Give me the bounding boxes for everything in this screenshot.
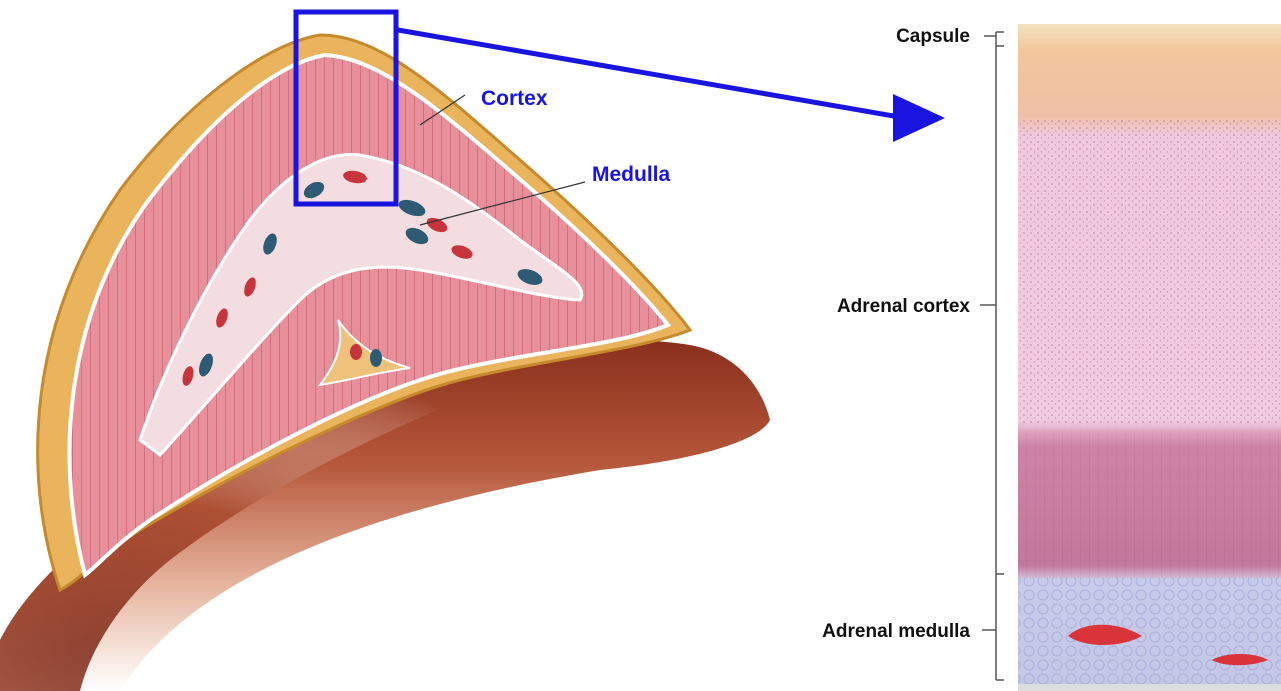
label-adrenal-cortex: Adrenal cortex xyxy=(837,296,970,317)
label-cortex: Cortex xyxy=(481,87,548,110)
histology-panel xyxy=(1018,24,1281,691)
histology-bracket xyxy=(980,32,1004,680)
label-capsule: Capsule xyxy=(896,26,970,47)
arrow-right-icon xyxy=(893,94,945,142)
zoom-arrow-shaft xyxy=(398,30,905,118)
label-medulla: Medulla xyxy=(592,163,670,186)
label-adrenal-medulla: Adrenal medulla xyxy=(822,621,970,642)
